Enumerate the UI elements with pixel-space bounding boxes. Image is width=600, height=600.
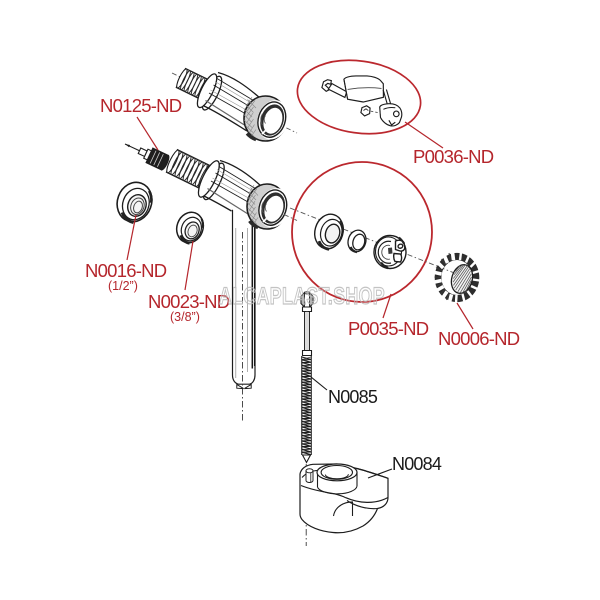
svg-text:N0023-ND: N0023-ND [148,291,230,312]
svg-text:N0085: N0085 [328,387,378,407]
svg-text:P0035-ND: P0035-ND [348,318,429,339]
svg-text:N0016-ND: N0016-ND [85,260,167,281]
svg-text:N0125-ND: N0125-ND [100,95,182,116]
svg-text:P0036-ND: P0036-ND [413,146,494,167]
svg-text:N0084: N0084 [392,454,442,474]
svg-text:(3/8”): (3/8”) [170,310,200,324]
svg-text:ALCAPLAST.SHOP: ALCAPLAST.SHOP [219,284,385,310]
svg-text:N0006-ND: N0006-ND [438,328,520,349]
svg-text:(1/2”): (1/2”) [108,279,138,293]
